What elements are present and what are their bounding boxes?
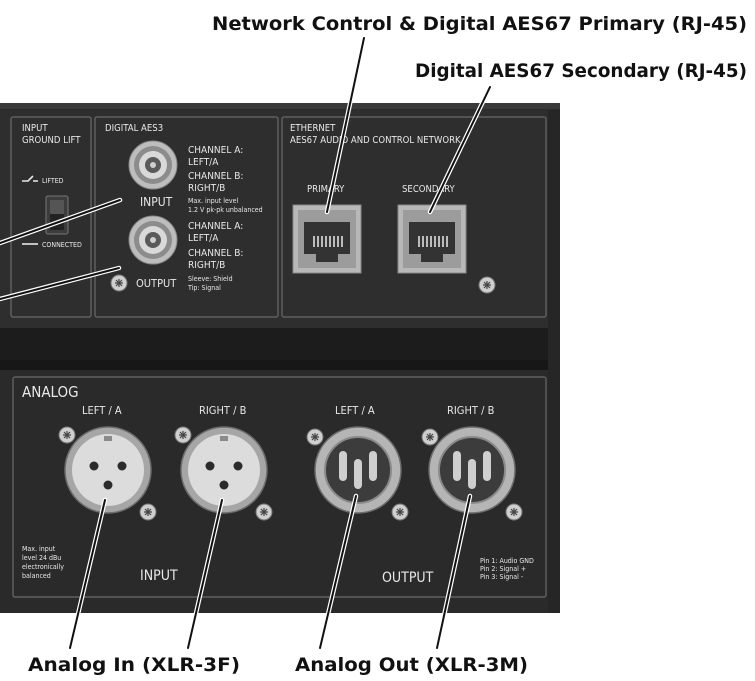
aes3-in-channel-a: CHANNEL A: [188,145,243,156]
analog-output-label: OUTPUT [382,570,434,586]
aes3-out-channel-a: CHANNEL A: [188,221,243,232]
screw-icon [174,426,192,444]
aes3-in-channel-b: CHANNEL B: [188,171,243,182]
screw-icon [255,503,273,521]
ethernet-secondary-label: SECONDARY [402,184,456,195]
ground-lift-title-2: GROUND LIFT [22,135,81,146]
lifted-symbol-icon [22,175,38,182]
leader-lines [0,37,491,649]
aes3-in-note-1: Max. input level [188,197,238,205]
callout-aes67-secondary: Digital AES67 Secondary (RJ-45) [415,60,747,82]
screw-icon [478,276,496,294]
analog-input-label: INPUT [140,568,178,584]
ground-lift-lifted-label: LIFTED [42,177,64,185]
aes3-out-channel-a-val: LEFT/A [188,233,219,244]
analog-in-note-2: level 24 dBu [22,554,61,562]
ethernet-primary-label: PRIMARY [307,184,345,195]
callout-analog-in: Analog In (XLR-3F) [28,654,240,676]
analog-out-right-label: RIGHT / B [447,404,495,417]
screw-icon [139,503,157,521]
analog-out-left-label: LEFT / A [335,404,375,417]
aes3-in-note-2: 1.2 V pk-pk unbalanced [188,206,263,214]
aes3-input-bnc-connector[interactable] [128,140,178,190]
xlr-output-right-connector[interactable] [428,426,516,514]
analog-in-left-label: LEFT / A [82,404,122,417]
screw-icon [306,428,324,446]
xlr-input-right-connector[interactable] [180,426,268,514]
aes3-out-note-1: Sleeve: Shield [188,275,233,283]
rj45-secondary-port[interactable] [397,204,467,274]
device-rear-panel [0,103,560,613]
ethernet-title-1: ETHERNET [290,123,336,134]
digital-aes3-section: DIGITAL AES3 INPUT CHANNEL A: LEFT/A CHA… [94,116,279,318]
callout-analog-out: Analog Out (XLR-3M) [295,654,528,676]
aes3-out-channel-b-val: RIGHT/B [188,260,225,271]
screw-icon [110,274,128,292]
rj45-primary-port[interactable] [292,204,362,274]
analog-title: ANALOG [22,383,79,401]
aes3-output-bnc-connector[interactable] [128,215,178,265]
screw-icon [58,426,76,444]
xlr-input-left-connector[interactable] [64,426,152,514]
callout-network-primary: Network Control & Digital AES67 Primary … [212,13,747,35]
analog-in-note-4: balanced [22,572,51,580]
ethernet-title-2: AES67 AUDIO AND CONTROL NETWORK [290,135,461,146]
analog-pin-3: Pin 3: Signal - [480,573,523,581]
aes3-output-label: OUTPUT [136,277,177,290]
analog-in-note-3: electronically [22,563,64,571]
analog-in-right-label: RIGHT / B [199,404,247,417]
aes3-out-channel-b: CHANNEL B: [188,248,243,259]
analog-pin-2: Pin 2: Signal + [480,565,526,573]
xlr-output-left-connector[interactable] [314,426,402,514]
ground-lift-connected-label: CONNECTED [42,241,82,249]
screw-icon [421,428,439,446]
ground-lift-title-1: INPUT [22,123,48,134]
ground-lift-section: INPUT GROUND LIFT LIFTED CONNECTED [10,116,92,318]
aes3-input-label: INPUT [140,195,173,209]
aes3-title: DIGITAL AES3 [105,123,163,134]
analog-pin-1: Pin 1: Audio GND [480,557,534,565]
aes3-in-channel-a-val: LEFT/A [188,157,219,168]
analog-section: ANALOG LEFT / A RIGHT / B LEFT / A RIGHT… [12,376,547,598]
screw-icon [391,503,409,521]
aes3-out-note-2: Tip: Signal [187,284,221,292]
screw-icon [505,503,523,521]
analog-in-note-1: Max. input [22,545,56,553]
aes3-in-channel-b-val: RIGHT/B [188,183,225,194]
